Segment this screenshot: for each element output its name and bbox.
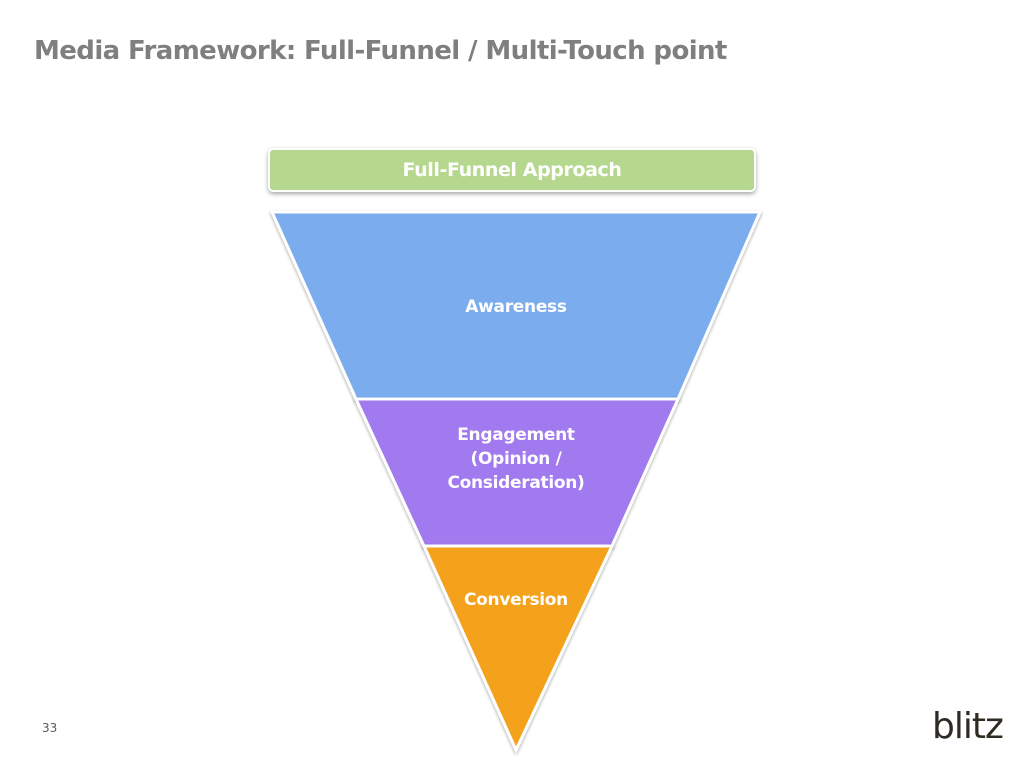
engagement-label: Engagement (Opinion / Consideration) [447,425,585,493]
slide-title: Media Framework: Full-Funnel / Multi-Tou… [34,36,727,66]
funnel-header: Full-Funnel Approach [268,148,756,192]
funnel-stage-conversion [421,544,615,754]
page-number: 33 [42,721,58,735]
awareness-label: Awareness [465,297,567,317]
funnel-header-label: Full-Funnel Approach [402,159,622,181]
conversion-label: Conversion [464,590,568,610]
blitz-logo: blitz [932,706,1004,747]
